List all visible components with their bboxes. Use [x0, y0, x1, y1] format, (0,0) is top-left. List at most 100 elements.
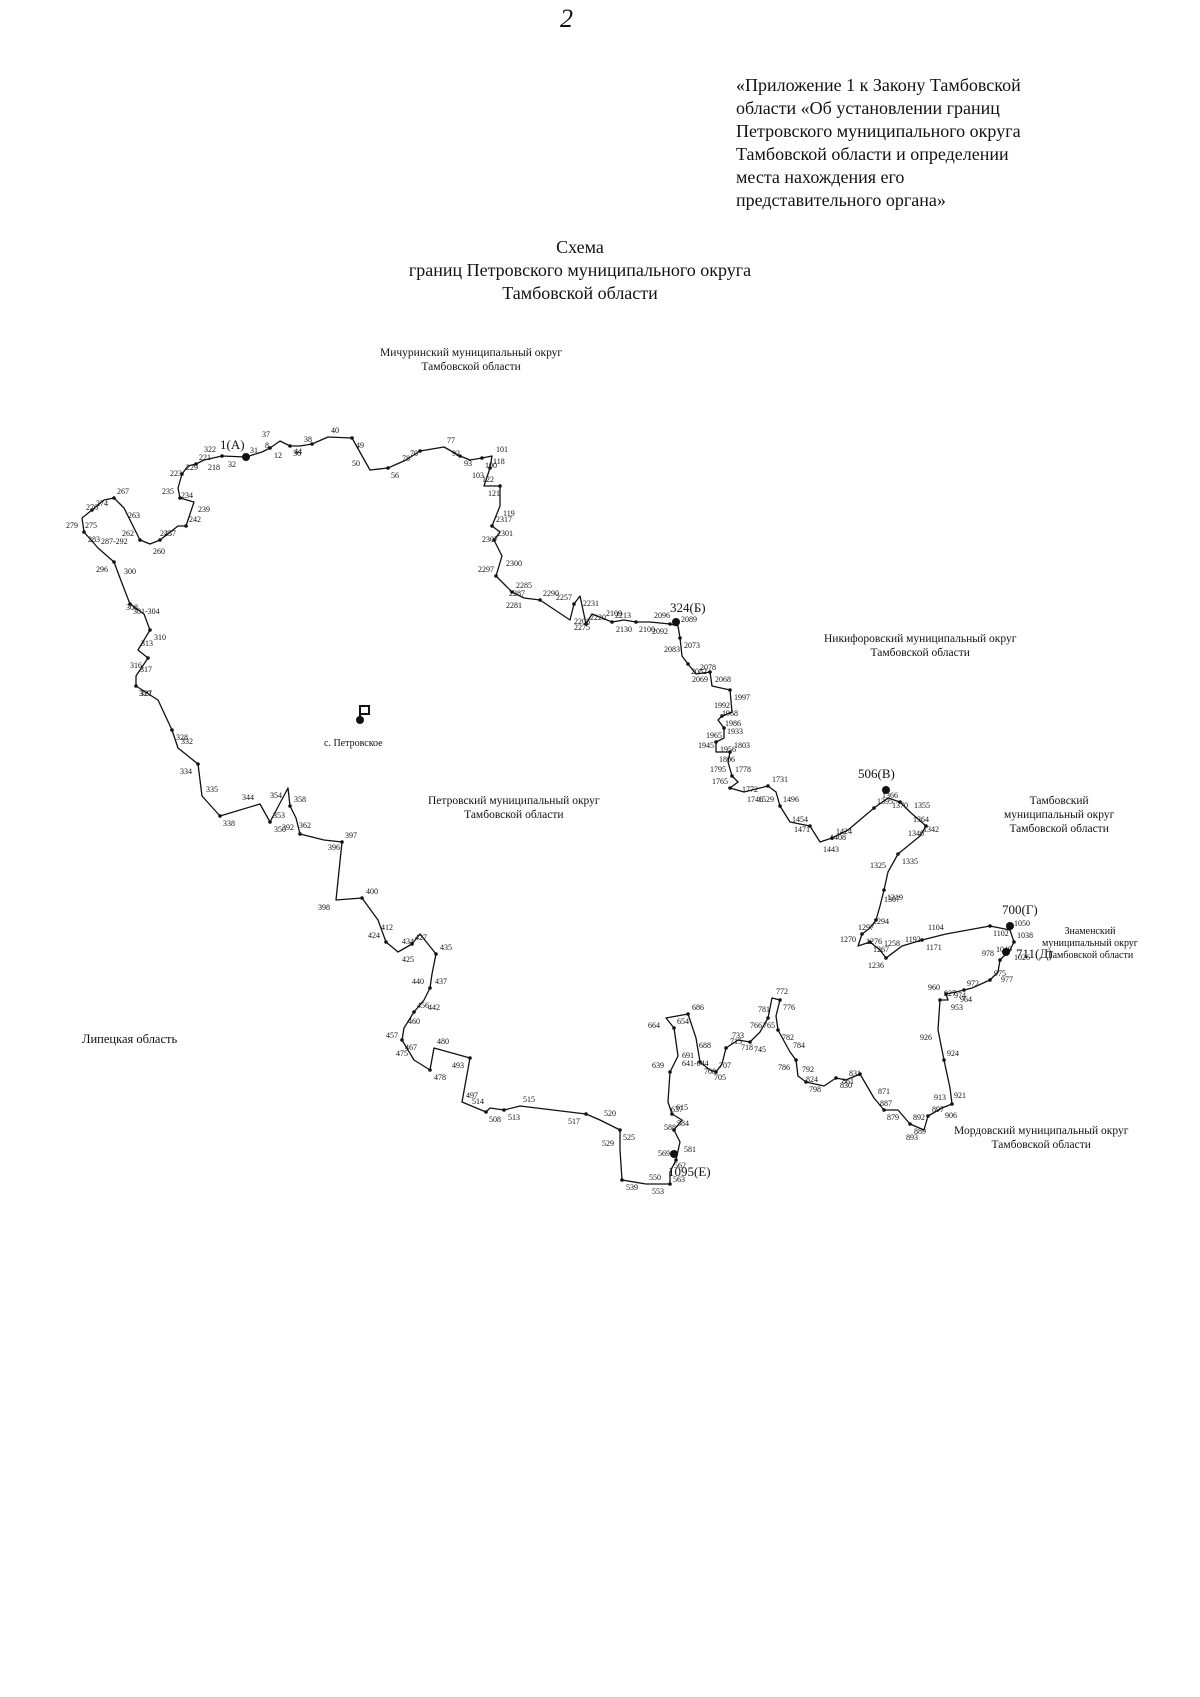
- point-number-label: 440: [412, 977, 424, 986]
- point-number-label: 563: [673, 1175, 685, 1184]
- boundary-vertex: [148, 628, 152, 632]
- point-number-label: 218: [208, 463, 220, 472]
- point-number-label: 2317: [496, 515, 512, 524]
- boundary-vertex: [490, 524, 494, 528]
- point-number-label: 1342: [923, 825, 939, 834]
- point-number-label: 1038: [1017, 931, 1033, 940]
- point-number-label: 776: [783, 1003, 795, 1012]
- point-number-label: 435: [440, 943, 452, 952]
- point-number-label: 362: [299, 821, 311, 830]
- point-number-label: 784: [793, 1041, 805, 1050]
- boundary-vertex: [498, 484, 502, 488]
- point-number-label: 119: [503, 509, 515, 518]
- boundary-vertex: [502, 1108, 506, 1112]
- point-number-label: 467: [405, 1043, 417, 1052]
- settlement-label: с. Петровское: [324, 738, 383, 749]
- point-number-label: 398: [318, 903, 330, 912]
- point-number-label: 1765: [712, 777, 728, 786]
- point-number-label: 300: [124, 567, 136, 576]
- boundary-vertex: [896, 852, 900, 856]
- point-number-label: 1270: [840, 935, 856, 944]
- point-number-label: 798: [809, 1085, 821, 1094]
- point-number-label: 70: [410, 449, 418, 458]
- point-number-label: 1335: [902, 857, 918, 866]
- point-number-label: 335: [206, 785, 218, 794]
- boundary-vertex: [672, 1026, 676, 1030]
- point-number-label: 953: [951, 1003, 963, 1012]
- point-number-label: 562: [674, 1161, 686, 1170]
- point-number-label: 1307: [884, 895, 900, 904]
- point-number-label: 37: [262, 430, 270, 439]
- point-number-label: 1731: [772, 775, 788, 784]
- annex-line: места нахождения его: [736, 167, 905, 187]
- point-number-label: 242: [189, 515, 201, 524]
- boundary-vertex: [620, 1178, 624, 1182]
- title-line: Схема: [556, 237, 604, 257]
- boundary-vertex: [618, 1128, 622, 1132]
- point-number-label: 1395: [877, 797, 893, 806]
- boundary-vertex: [720, 714, 724, 718]
- point-number-label: 353: [273, 811, 285, 820]
- point-number-label: 745: [754, 1045, 766, 1054]
- region-lipetsk: Липецкая область: [82, 1032, 177, 1046]
- boundary-vertex: [510, 590, 514, 594]
- point-number-label: 332: [181, 737, 193, 746]
- boundary-vertex: [728, 688, 732, 692]
- boundary-vertex: [884, 956, 888, 960]
- boundary-vertex: [668, 1070, 672, 1074]
- annex-line: области «Об установлении границ: [736, 98, 1000, 118]
- key-point-label: 711(Д): [1016, 946, 1053, 961]
- point-number-label: 964: [960, 995, 972, 1004]
- boundary-vertex: [90, 508, 94, 512]
- boundary-vertex: [584, 1112, 588, 1116]
- boundary-vertex: [572, 602, 576, 606]
- point-number-label: 93: [464, 459, 472, 468]
- boundary-vertex: [196, 762, 200, 766]
- point-number-label: 830: [840, 1081, 852, 1090]
- boundary-line-layer: [81, 436, 1016, 1186]
- boundary-vertex: [714, 740, 718, 744]
- boundary-vertex: [538, 598, 542, 602]
- point-number-label: 78: [402, 454, 410, 463]
- point-number-label: 906: [945, 1111, 957, 1120]
- boundary-vertex: [134, 684, 138, 688]
- boundary-vertex: [128, 602, 132, 606]
- point-number-label: 322: [204, 445, 216, 454]
- point-number-label: 921: [954, 1091, 966, 1100]
- point-number-label: 861: [842, 1077, 854, 1086]
- point-number-label: 1236: [868, 961, 884, 970]
- point-number-label: 1803: [734, 741, 750, 750]
- point-number-label: 1294: [873, 917, 889, 926]
- point-number-label: 772: [776, 987, 788, 996]
- boundary-vertex: [288, 804, 292, 808]
- boundary-vertex: [672, 1128, 676, 1132]
- region-label: Мичуринский муниципальный округ: [380, 347, 563, 359]
- boundary-vertex: [708, 670, 712, 674]
- point-number-label: 1529: [758, 795, 774, 804]
- key-point-label: 1(А): [220, 437, 245, 452]
- point-number-label: 425: [402, 955, 414, 964]
- annex-line: «Приложение 1 к Закону Тамбовской: [736, 75, 1021, 95]
- point-number-label: 879: [887, 1113, 899, 1122]
- point-number-label: 691: [682, 1051, 694, 1060]
- boundary-vertex: [112, 496, 116, 500]
- boundary-vertex: [808, 824, 812, 828]
- annex-line: Петровского муниципального округа: [736, 121, 1021, 141]
- point-number-label: 308: [126, 603, 138, 612]
- settlement-marker: [356, 705, 370, 724]
- boundary-vertex: [686, 1012, 690, 1016]
- region-petrovsky: Петровский муниципальный округ Тамбовско…: [428, 794, 600, 822]
- point-number-label: 44: [294, 447, 302, 456]
- point-number-label: 239: [198, 505, 210, 514]
- point-number-label: 871: [878, 1087, 890, 1096]
- point-number-label: 520: [604, 1109, 616, 1118]
- boundary-polyline: [81, 436, 1015, 1185]
- point-number-label: 641-644: [682, 1059, 709, 1068]
- point-number-label: 978: [982, 949, 994, 958]
- point-number-label: 400: [366, 887, 378, 896]
- point-number-label: 1778: [735, 765, 751, 774]
- key-point-marker: [1002, 948, 1010, 956]
- point-number-label: 1454: [792, 815, 808, 824]
- point-number-label: 1806: [719, 755, 735, 764]
- point-number-label: 2220: [590, 613, 606, 622]
